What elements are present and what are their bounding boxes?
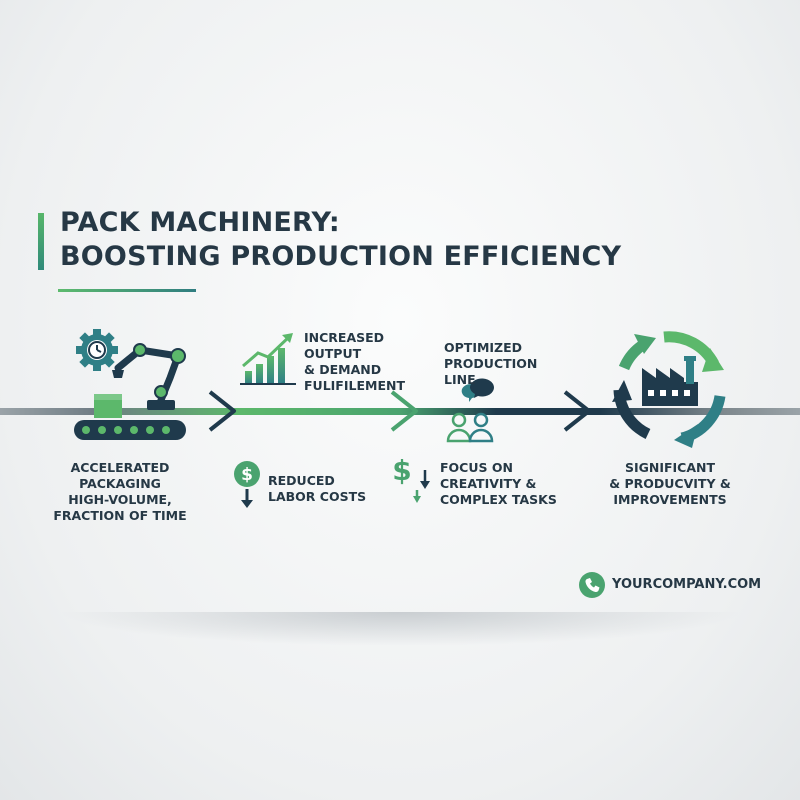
dollar-arrows-icon: $ [392, 454, 430, 503]
chevron-arrow-1 [208, 390, 236, 432]
chevron-arrow-2 [390, 390, 418, 432]
svg-text:$: $ [241, 465, 253, 485]
phone-icon [579, 572, 605, 598]
step-line-label: OPTIMIZED PRODUCTION LINE [444, 340, 538, 387]
step-output-label: INCREASED OUTPUT & DEMAND FULIFILEMENT [304, 330, 405, 393]
page-title: PACK MACHINERY: BOOSTING PRODUCTION EFFI… [60, 206, 621, 274]
dollar-down-icon: $ [234, 461, 260, 508]
team-discussion-icon [446, 378, 494, 443]
chevron-arrow-3 [563, 390, 591, 432]
title-line-2: BOOSTING PRODUCTION EFFICIENCY [60, 241, 622, 272]
title-underline [58, 289, 196, 292]
title-accent-bar [38, 213, 44, 270]
process-line [0, 408, 800, 415]
step-packaging-label: ACCELERATED PACKAGING HIGH-VOLUME, FRACT… [53, 460, 187, 523]
floor-shadow [0, 612, 800, 652]
step-creativity-label: FOCUS ON CREATIVITY & COMPLEX TASKS [440, 460, 557, 507]
svg-text:$: $ [392, 454, 411, 487]
robot-arm-conveyor-icon [74, 329, 186, 440]
step-improvements-label: SIGNIFICANT & PRODUCVITY & IMPROVEMENTS [609, 460, 731, 507]
factory-cycle-icon [612, 331, 726, 448]
growth-chart-icon [240, 333, 296, 385]
company-website-link[interactable]: YOURCOMPANY.COM [612, 577, 762, 592]
title-line-1: PACK MACHINERY: [60, 207, 340, 238]
step-labor-label: REDUCED LABOR COSTS [268, 473, 367, 504]
